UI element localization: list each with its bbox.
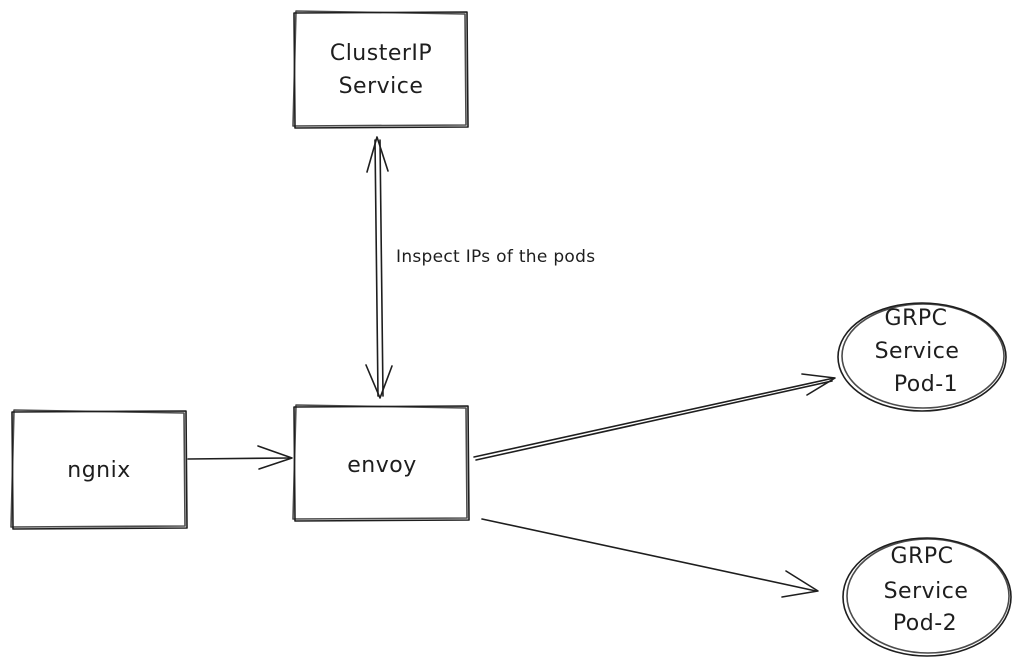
pod2-label-line2: Service bbox=[884, 579, 969, 604]
pod1-ellipse bbox=[837, 302, 1007, 412]
edge-inspect-line-b bbox=[379, 139, 384, 397]
edge-envoy-pod1-line-a bbox=[473, 377, 835, 458]
edge-envoy-to-pod2 bbox=[481, 518, 819, 598]
edge-envoy-to-pod1 bbox=[473, 373, 836, 461]
pod2-ellipse bbox=[842, 537, 1012, 657]
pod1-label-line1: GRPC bbox=[885, 306, 948, 331]
nginx-label: ngnix bbox=[67, 458, 130, 483]
edge-inspect-arrowhead-top bbox=[366, 136, 389, 173]
envoy-label: envoy bbox=[347, 453, 416, 478]
edge-envoy-pod2-line bbox=[481, 518, 817, 592]
pod2-label-line3: Pod-2 bbox=[893, 611, 957, 636]
edge-inspect-arrowhead-bottom bbox=[365, 364, 393, 399]
node-nginx[interactable]: ngnix bbox=[10, 409, 188, 530]
envoy-box-sketch bbox=[292, 404, 468, 520]
edge-nginx-envoy-line bbox=[187, 457, 291, 460]
node-grpc-pod2[interactable]: GRPC Service Pod-2 bbox=[842, 537, 1012, 657]
node-envoy[interactable]: envoy bbox=[292, 404, 470, 522]
edge-envoy-pod1-arrowhead bbox=[801, 373, 836, 396]
pod1-ellipse-sketch bbox=[841, 303, 1005, 409]
pod1-label-line2: Service bbox=[875, 339, 960, 364]
pod1-label-line3: Pod-1 bbox=[894, 372, 958, 397]
clusterip-label-line2: Service bbox=[339, 74, 424, 99]
pod2-label-line1: GRPC bbox=[891, 544, 954, 569]
clusterip-box-sketch bbox=[292, 10, 467, 127]
edge-nginx-to-envoy bbox=[187, 445, 293, 470]
clusterip-box bbox=[293, 11, 469, 129]
clusterip-label-line1: ClusterIP bbox=[330, 41, 432, 66]
edge-nginx-envoy-arrowhead bbox=[257, 445, 293, 470]
edge-inspect-ips: Inspect IPs of the pods bbox=[365, 136, 595, 399]
node-grpc-pod1[interactable]: GRPC Service Pod-1 bbox=[837, 302, 1007, 412]
node-clusterip-service[interactable]: ClusterIP Service bbox=[292, 10, 469, 129]
edge-envoy-pod2-arrowhead bbox=[781, 570, 819, 598]
edge-inspect-label: Inspect IPs of the pods bbox=[396, 247, 595, 267]
pod2-ellipse-sketch bbox=[846, 538, 1010, 654]
nginx-box-sketch bbox=[10, 409, 186, 528]
edge-inspect-line-a bbox=[374, 139, 379, 397]
edge-envoy-pod1-line-b bbox=[475, 380, 833, 461]
